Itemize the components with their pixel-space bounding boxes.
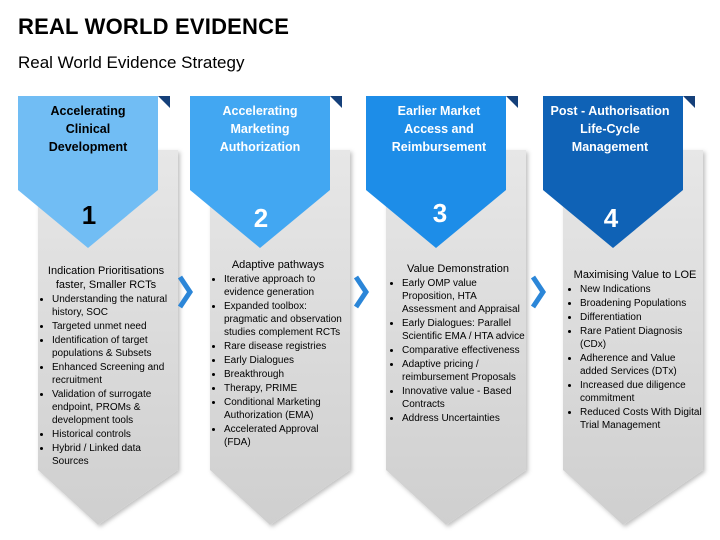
stage-3-subtitle: Value Demonstration xyxy=(407,263,509,275)
list-item: Enhanced Screening and recruitment xyxy=(52,361,174,387)
list-item: Hybrid / Linked data Sources xyxy=(52,442,174,468)
stage-3-heading: Earlier Market Access and Reimbursement xyxy=(391,104,487,154)
stage-4-bullets: New Indications Broadening Populations D… xyxy=(566,283,704,432)
chevron-right-icon xyxy=(353,275,370,309)
list-item: Early Dialogues: Parallel Scientific EMA… xyxy=(402,317,528,343)
stage-4-content: Maximising Value to LOE New Indications … xyxy=(566,268,704,433)
stage-3-content: Value Demonstration Early OMP value Prop… xyxy=(388,262,528,426)
list-item: Historical controls xyxy=(52,428,174,441)
list-item: Adherence and Value added Services (DTx) xyxy=(580,352,704,378)
stage-2-arrow xyxy=(190,96,330,248)
stage-2-content: Adaptive pathways Iterative approach to … xyxy=(210,258,346,450)
stage-1-arrow xyxy=(18,96,158,248)
list-item: Reduced Costs With Digital Trial Managem… xyxy=(580,406,704,432)
stage-4-fold xyxy=(683,96,695,108)
stage-3-bullets: Early OMP value Proposition, HTA Assessm… xyxy=(388,277,528,425)
stage-2-fold xyxy=(330,96,342,108)
list-item: Validation of surrogate endpoint, PROMs … xyxy=(52,388,174,427)
list-item: Differentiation xyxy=(580,311,704,324)
stage-2-bullets: Iterative approach to evidence generatio… xyxy=(210,273,346,449)
stage-4-number: 4 xyxy=(603,203,619,233)
list-item: Iterative approach to evidence generatio… xyxy=(224,273,346,299)
list-item: Conditional Marketing Authorization (EMA… xyxy=(224,396,346,422)
list-item: Therapy, PRIME xyxy=(224,382,346,395)
stage-2-subtitle: Adaptive pathways xyxy=(231,259,325,271)
list-item: Early OMP value Proposition, HTA Assessm… xyxy=(402,277,528,316)
stage-2-number: 2 xyxy=(253,203,269,233)
stage-2-panel xyxy=(210,150,350,525)
stage-1-content: Indication Prioritisations faster, Small… xyxy=(38,264,174,469)
list-item: Rare disease registries xyxy=(224,340,346,353)
chevron-right-icon xyxy=(530,275,547,309)
list-item: Rare Patient Diagnosis (CDx) xyxy=(580,325,704,351)
stage-4-subtitle: Maximising Value to LOE xyxy=(573,269,697,281)
list-item: New Indications xyxy=(580,283,704,296)
list-item: Adaptive pricing / reimbursement Proposa… xyxy=(402,358,528,384)
list-item: Address Uncertainties xyxy=(402,412,528,425)
stage-3-panel xyxy=(386,150,526,525)
stage-1-bullets: Understanding the natural history, SOC T… xyxy=(38,293,174,468)
stage-4-panel xyxy=(563,150,703,525)
stage-1-subtitle: Indication Prioritisations faster, Small… xyxy=(47,265,165,291)
stage-3-fold xyxy=(506,96,518,108)
stage-1-panel xyxy=(38,150,178,525)
list-item: Targeted unmet need xyxy=(52,320,174,333)
stage-3-arrow xyxy=(366,96,506,248)
list-item: Identification of target populations & S… xyxy=(52,334,174,360)
list-item: Innovative value - Based Contracts xyxy=(402,385,528,411)
page-subtitle: Real World Evidence Strategy xyxy=(18,53,245,72)
stage-1-fold xyxy=(158,96,170,108)
list-item: Broadening Populations xyxy=(580,297,704,310)
chevron-right-icon xyxy=(177,275,194,309)
stage-4-arrow xyxy=(543,96,683,248)
list-item: Accelerated Approval (FDA) xyxy=(224,423,346,449)
list-item: Understanding the natural history, SOC xyxy=(52,293,174,319)
stage-3-number: 3 xyxy=(432,198,448,228)
stage-4-heading: Post - Authorisation Life-Cycle Manageme… xyxy=(550,104,670,154)
page-title: REAL WORLD EVIDENCE xyxy=(18,14,290,39)
stage-2-heading: Accelerating Marketing Authorization xyxy=(219,104,301,154)
stage-1-heading: Accelerating Clinical Development xyxy=(48,104,128,154)
stage-1-number: 1 xyxy=(81,200,97,230)
list-item: Increased due diligence commitment xyxy=(580,379,704,405)
list-item: Comparative effectiveness xyxy=(402,344,528,357)
list-item: Early Dialogues xyxy=(224,354,346,367)
list-item: Breakthrough xyxy=(224,368,346,381)
list-item: Expanded toolbox: pragmatic and observat… xyxy=(224,300,346,339)
